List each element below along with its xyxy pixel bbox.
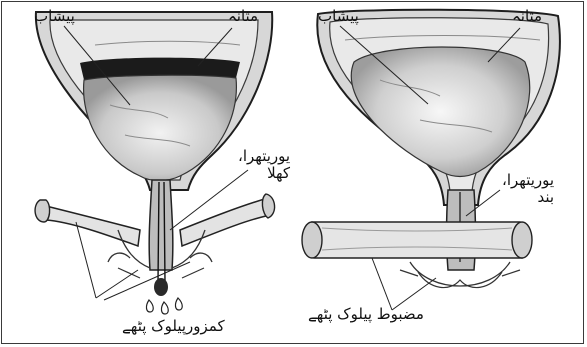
right-bladder-strong (302, 10, 560, 288)
right-urethra-closed-label: یوریتھرا، بند (502, 172, 554, 206)
left-urethra-open-label: یوریتھرا، کھلا (238, 148, 290, 182)
right-bladder-label: مثانہ (512, 8, 542, 25)
left-bladder-label: مثانہ (228, 8, 258, 25)
left-weak-muscles-label: کمزورپیلوک پٹھے (122, 318, 225, 335)
right-urine-label: پیشاب (318, 8, 359, 25)
right-strong-muscles-label: مضبوط پیلوک پٹھے (308, 306, 424, 323)
left-urine-label: پیشاب (34, 8, 75, 25)
